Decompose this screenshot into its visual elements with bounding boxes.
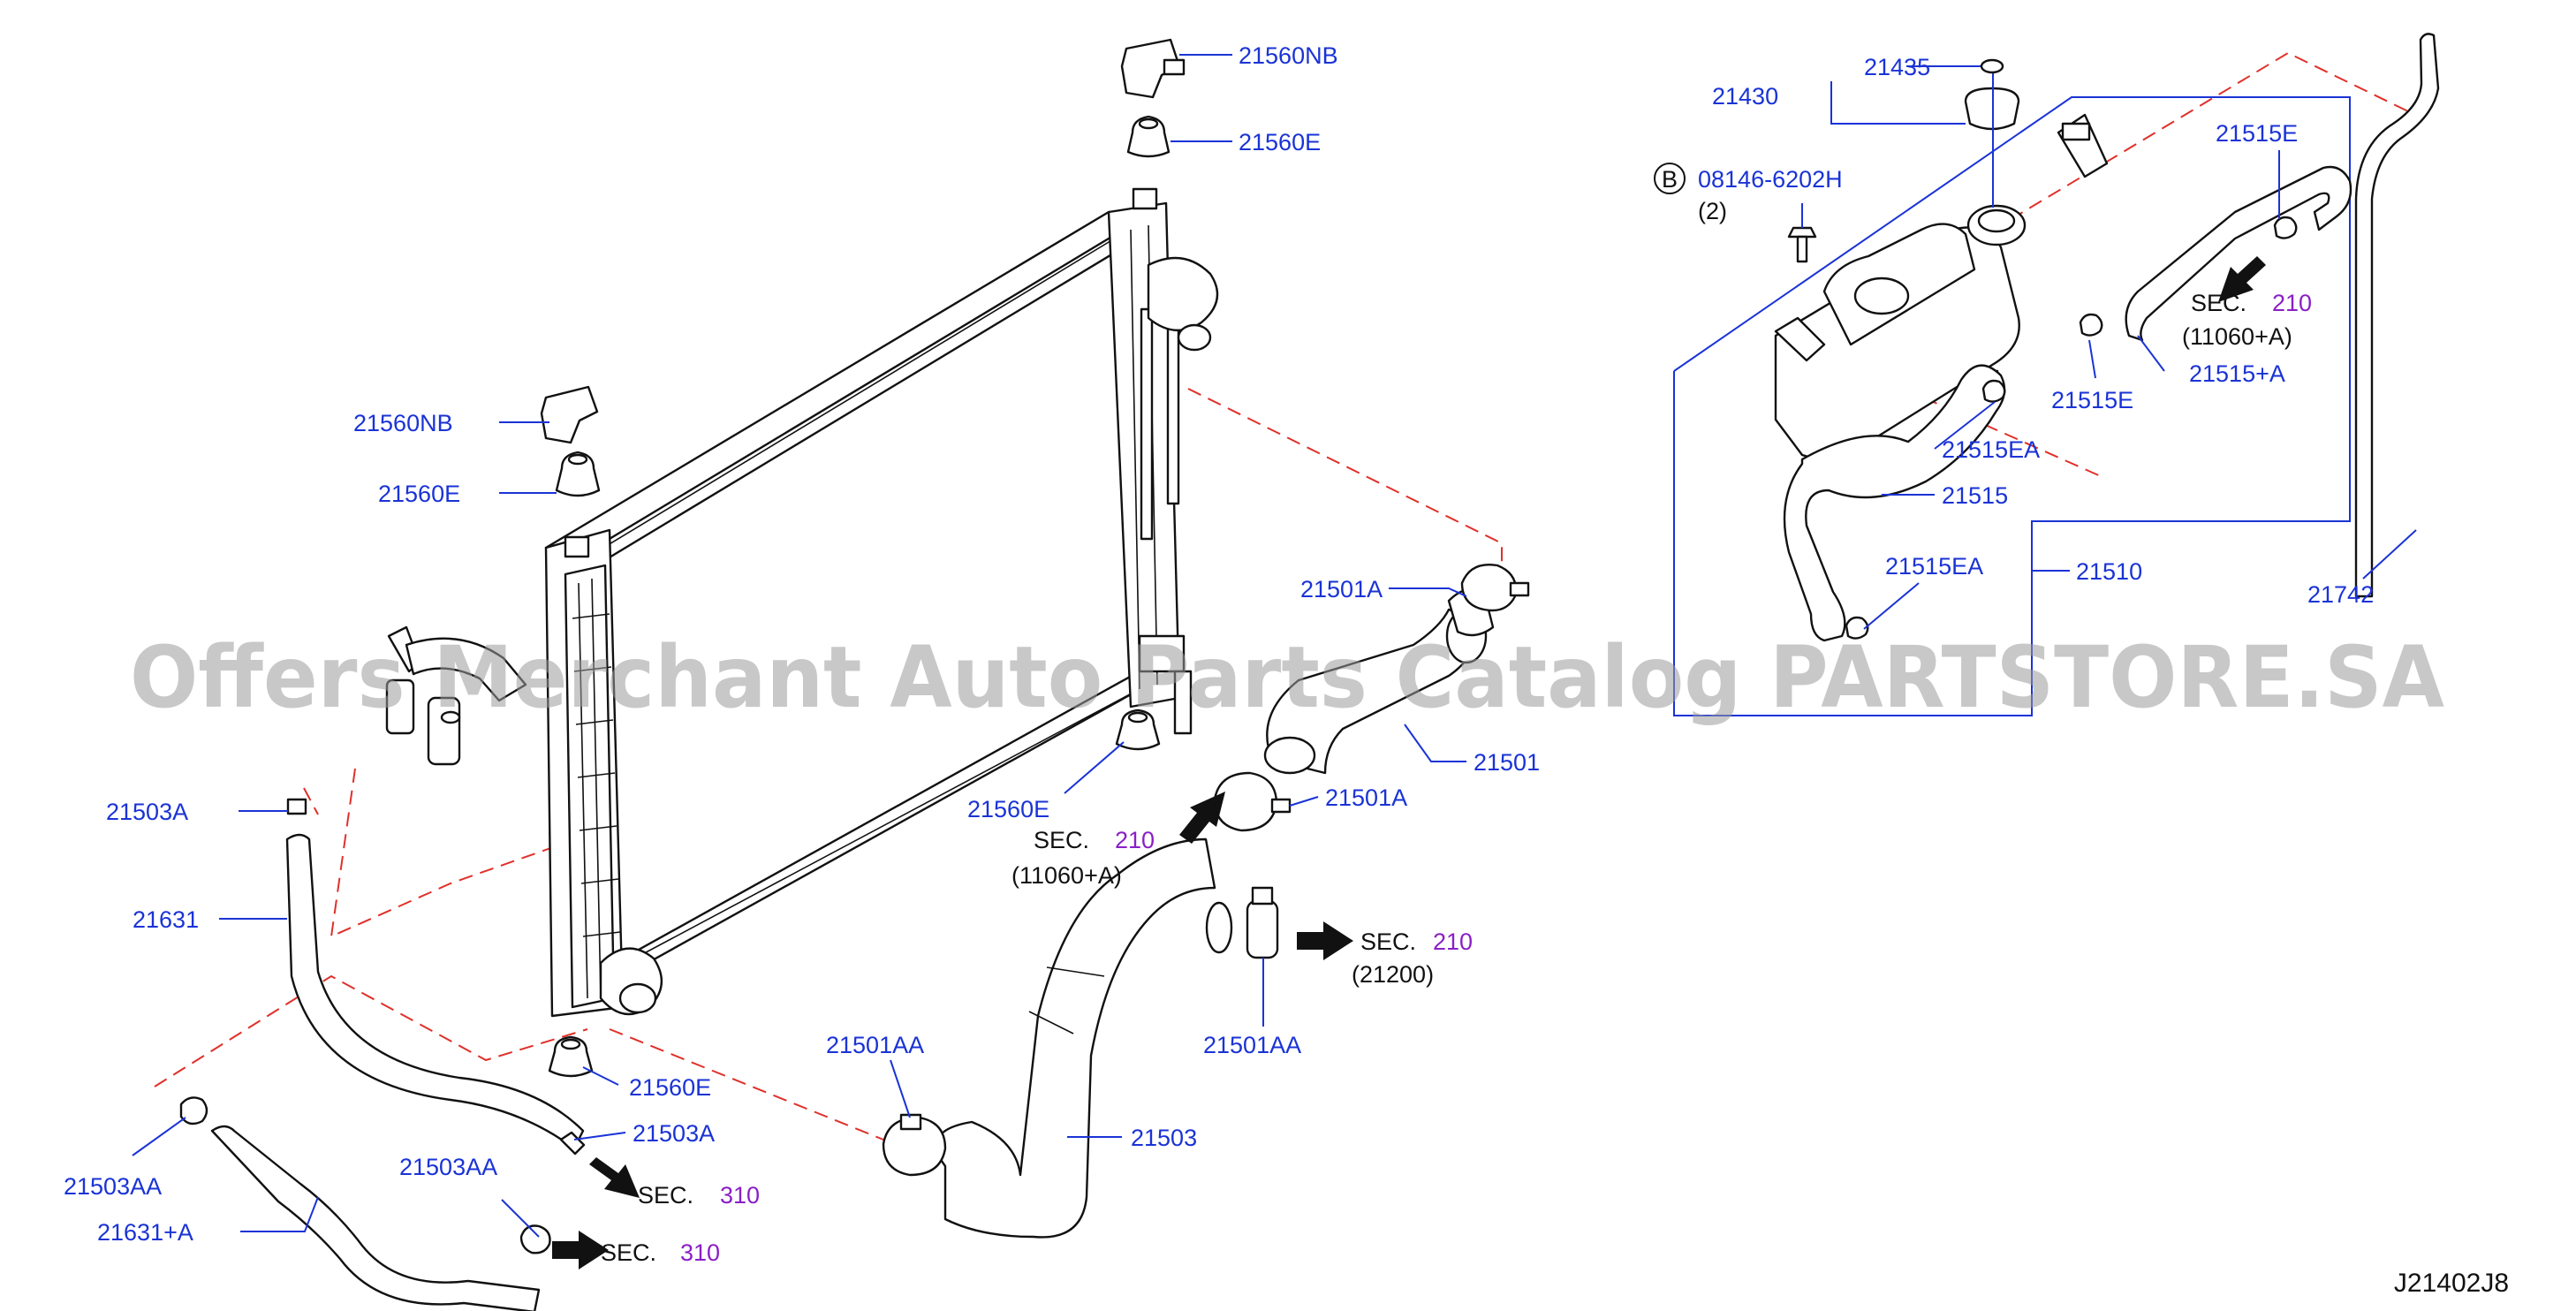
label-21560E-top: 21560E — [1239, 129, 1321, 155]
label-21515E-top: 21515E — [2216, 120, 2298, 147]
watermark: Offers Merchant Auto Parts Catalog PARTS… — [130, 628, 2444, 727]
bolt-badge-circle — [1654, 163, 1686, 194]
label-21560NB-top: 21560NB — [1239, 42, 1338, 69]
part-labels: 21560NB 21560E 21560NB 21560E 21560E 215… — [64, 42, 2374, 1246]
arrow-sec-mid — [1179, 792, 1225, 844]
label-21430: 21430 — [1712, 83, 1778, 110]
arrow-sec-hose1 — [589, 1157, 640, 1198]
reference-lines — [154, 51, 2413, 1140]
label-21631: 21631 — [133, 906, 199, 933]
sec-tank-prefix: SEC. — [2191, 290, 2246, 316]
mount-insulators — [540, 38, 1186, 1078]
label-21435: 21435 — [1864, 54, 1930, 80]
label-21501AA-right: 21501AA — [1203, 1032, 1301, 1058]
sec-right-prefix: SEC. — [1360, 928, 1416, 955]
arrow-sec-hose2 — [552, 1231, 609, 1269]
radiator-side-bracket — [385, 625, 527, 766]
label-21515EA-bottom: 21515EA — [1885, 553, 1983, 580]
section-references: SEC. 210 (11060+A) SEC. 210 (21200) SEC.… — [601, 290, 2312, 1266]
label-21501A-upper: 21501A — [1300, 576, 1383, 602]
label-bolt-badge: B — [1662, 166, 1678, 193]
label-21742: 21742 — [2307, 581, 2374, 608]
label-21503AA-left: 21503AA — [64, 1173, 162, 1200]
label-21560E-mid: 21560E — [967, 796, 1049, 822]
label-21515E-bottom: 21515E — [2051, 387, 2133, 413]
label-21515A: 21515+A — [2189, 360, 2285, 387]
label-21560NB-left: 21560NB — [353, 410, 453, 436]
sec-tank-sub: (11060+A) — [2182, 323, 2292, 350]
reservoir-assembly — [1673, 33, 2440, 716]
upper-hose — [1213, 564, 1530, 832]
small-hoses — [179, 798, 586, 1311]
arrow-sec-right — [1297, 921, 1353, 960]
label-21503AA-mid: 21503AA — [399, 1154, 497, 1180]
label-21503A-bottom: 21503A — [633, 1120, 715, 1147]
sec-mid-number: 210 — [1115, 827, 1155, 853]
arrow-sec-tank — [2218, 256, 2266, 302]
label-21515EA-top: 21515EA — [1942, 436, 2040, 463]
sec-right-sub: (21200) — [1352, 961, 1434, 988]
label-21501A-lower: 21501A — [1325, 784, 1407, 811]
sec-mid-sub: (11060+A) — [1011, 862, 1122, 889]
label-21560E-left: 21560E — [378, 481, 460, 507]
sec-hose2-number: 310 — [680, 1239, 720, 1266]
leader-lines — [132, 54, 2417, 1238]
radiator — [544, 187, 1219, 1018]
label-bolt-code: 08146-6202H — [1698, 166, 1843, 193]
sec-hose1-prefix: SEC. — [638, 1182, 693, 1209]
diagram-code: J21402J8 — [2394, 1269, 2509, 1298]
label-21501: 21501 — [1474, 749, 1540, 776]
sec-hose1-number: 310 — [720, 1182, 760, 1209]
sec-tank-number: 210 — [2272, 290, 2312, 316]
label-21631A: 21631+A — [97, 1219, 193, 1246]
label-21501AA-left: 21501AA — [826, 1032, 924, 1058]
sec-mid-prefix: SEC. — [1034, 827, 1089, 853]
label-21510: 21510 — [2076, 558, 2142, 585]
label-21503: 21503 — [1131, 1125, 1197, 1151]
label-21515: 21515 — [1942, 482, 2008, 509]
label-bolt-qty: (2) — [1698, 198, 1727, 224]
sec-right-number: 210 — [1433, 928, 1473, 955]
label-21560E-bottom: 21560E — [629, 1074, 711, 1101]
sec-hose2-prefix: SEC. — [601, 1239, 656, 1266]
section-arrows — [552, 256, 2266, 1269]
label-21503A-top: 21503A — [106, 799, 188, 825]
